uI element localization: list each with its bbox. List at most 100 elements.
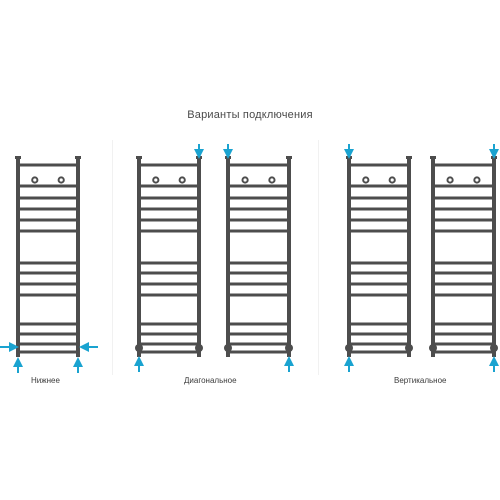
rail-crossbar: [433, 271, 494, 275]
rail-post-right: [197, 158, 201, 357]
group-divider: [112, 140, 113, 375]
rail-crossbar: [139, 282, 199, 286]
rail-crossbar: [139, 229, 199, 233]
rail-crossbar: [18, 271, 78, 275]
mount-bracket: [152, 176, 160, 184]
rail-post-left: [16, 158, 20, 357]
rail-crossbar: [18, 350, 78, 354]
rail-crossbar: [228, 322, 289, 326]
rail-crossbar: [139, 184, 199, 188]
mount-bracket: [178, 176, 186, 184]
rail-crossbar: [228, 184, 289, 188]
rail-cap: [406, 156, 412, 159]
caption-bottom-connection: Нижнее: [31, 376, 60, 385]
connection-nozzle: [429, 344, 437, 352]
towel-rail-icon: [429, 156, 498, 357]
rail-crossbar: [433, 293, 494, 297]
rail-crossbar: [228, 332, 289, 336]
connection-nozzle: [195, 344, 203, 352]
mount-bracket: [241, 176, 249, 184]
rail-post-right: [492, 158, 496, 357]
rail-post-right: [76, 158, 80, 357]
rail-crossbar: [228, 196, 289, 200]
rail-crossbar: [349, 261, 409, 265]
rail-crossbar: [18, 196, 78, 200]
rail-cap: [430, 156, 436, 159]
caption-vertical-connection: Вертикальное: [394, 376, 447, 385]
caption-diagonal-connection: Диагональное: [184, 376, 237, 385]
connection-nozzle: [135, 344, 143, 352]
rail-crossbar: [228, 207, 289, 211]
towel-rail-icon: [135, 156, 203, 357]
group-divider: [318, 140, 319, 375]
rail-crossbar: [349, 196, 409, 200]
rail-cap: [491, 156, 497, 159]
rail-crossbar: [349, 229, 409, 233]
rail-crossbar: [139, 196, 199, 200]
rail-crossbar: [228, 271, 289, 275]
connection-nozzle: [224, 344, 232, 352]
towel-rail-icon: [15, 156, 81, 357]
rail-crossbar: [433, 261, 494, 265]
rail-crossbar: [349, 163, 409, 167]
rail-crossbar: [18, 261, 78, 265]
rail-crossbar: [18, 184, 78, 188]
rail-cap: [136, 156, 142, 159]
rail-crossbar: [18, 342, 78, 346]
rail-crossbar: [433, 196, 494, 200]
page-title: Варианты подключения: [187, 109, 313, 121]
connection-nozzle: [405, 344, 413, 352]
rail-post-left: [431, 158, 435, 357]
rail-crossbar: [139, 218, 199, 222]
rail-crossbar: [433, 229, 494, 233]
rail-crossbar: [139, 293, 199, 297]
rail-crossbar: [139, 342, 199, 346]
rail-crossbar: [349, 332, 409, 336]
rail-crossbar: [433, 218, 494, 222]
rail-post-left: [347, 158, 351, 357]
rail-crossbar: [139, 322, 199, 326]
rail-crossbar: [349, 342, 409, 346]
mount-bracket: [57, 176, 65, 184]
rail-crossbar: [18, 322, 78, 326]
connection-nozzle: [285, 344, 293, 352]
mount-bracket: [362, 176, 370, 184]
rail-crossbar: [18, 229, 78, 233]
rail-crossbar: [433, 332, 494, 336]
rail-crossbar: [228, 261, 289, 265]
rail-crossbar: [228, 218, 289, 222]
rail-crossbar: [349, 293, 409, 297]
rail-cap: [196, 156, 202, 159]
rail-crossbar: [18, 218, 78, 222]
rail-crossbar: [139, 261, 199, 265]
rail-crossbar: [433, 184, 494, 188]
towel-rail-icon: [345, 156, 413, 357]
towel-rail-icon: [224, 156, 293, 357]
rail-crossbar: [349, 218, 409, 222]
rail-crossbar: [18, 282, 78, 286]
rail-cap: [346, 156, 352, 159]
rail-crossbar: [228, 229, 289, 233]
rail-crossbar: [349, 282, 409, 286]
rail-crossbar: [433, 282, 494, 286]
rail-cap: [225, 156, 231, 159]
mount-bracket: [31, 176, 39, 184]
rail-cap: [286, 156, 292, 159]
rail-crossbar: [139, 271, 199, 275]
rail-crossbar: [18, 332, 78, 336]
rail-crossbar: [433, 342, 494, 346]
connection-nozzle: [490, 344, 498, 352]
rail-cap: [75, 156, 81, 159]
mount-bracket: [388, 176, 396, 184]
rail-crossbar: [228, 163, 289, 167]
rail-post-left: [137, 158, 141, 357]
rail-cap: [15, 156, 21, 159]
rail-crossbar: [228, 293, 289, 297]
rail-crossbar: [139, 350, 199, 354]
rail-crossbar: [433, 350, 494, 354]
rail-crossbar: [349, 207, 409, 211]
mount-bracket: [446, 176, 454, 184]
rail-crossbar: [18, 163, 78, 167]
